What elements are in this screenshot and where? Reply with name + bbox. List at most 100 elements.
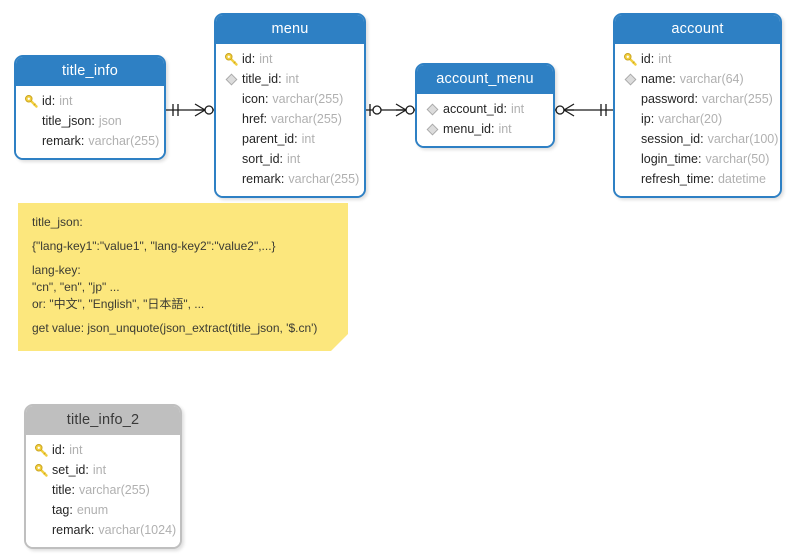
field-icon-placeholder [223,151,239,167]
field-row-title_info_2-id[interactable]: id:int [26,440,180,460]
primary-key-icon [622,51,638,67]
field-separator: : [61,443,66,457]
primary-key-icon [23,93,39,109]
rel-title_info-menu[interactable] [166,103,214,117]
field-row-account_menu-account_id[interactable]: account_id:int [417,99,553,119]
field-row-title_info_2-remark[interactable]: remark:varchar(1024) [26,520,180,540]
field-separator: : [694,92,698,106]
field-row-title_info-remark[interactable]: remark:varchar(255) [16,131,164,151]
field-separator: : [700,132,704,146]
field-row-menu-href[interactable]: href:varchar(255) [216,109,364,129]
field-name: set_id [52,463,86,477]
field-name: menu_id [443,122,491,136]
note-line: get value: json_unquote(json_extract(tit… [32,321,318,335]
field-type: varchar(255) [271,112,342,126]
field-row-title_info-id[interactable]: id:int [16,91,164,111]
field-type: json [98,114,122,128]
field-row-menu-sort_id[interactable]: sort_id:int [216,149,364,169]
rel-account_menu-account[interactable] [555,103,613,117]
field-type: int [510,102,525,116]
field-row-menu-icon[interactable]: icon:varchar(255) [216,89,364,109]
field-separator: : [650,112,655,126]
table-header-title_info_2[interactable]: title_info_2 [26,406,180,435]
field-icon-placeholder [223,131,239,147]
field-separator: : [263,112,268,126]
field-name: title_json [42,114,92,128]
field-name: remark [52,523,91,537]
field-name: login_time [641,152,698,166]
field-row-account-ip[interactable]: ip:varchar(20) [615,109,780,129]
primary-key-icon [33,442,49,458]
sticky-note-text: title_json:{"lang-key1":"value1", "lang-… [32,215,334,336]
field-row-menu-id[interactable]: id:int [216,49,364,69]
field-separator: : [264,92,269,106]
field-separator: : [80,134,85,148]
note-line: {"lang-key1":"value1", "lang-key2":"valu… [32,239,276,253]
field-row-menu-remark[interactable]: remark:varchar(255) [216,169,364,189]
field-icon-placeholder [622,91,638,107]
table-header-title_info[interactable]: title_info [16,57,164,86]
note-line: lang-key: [32,263,81,277]
field-row-account-name[interactable]: name:varchar(64) [615,69,780,89]
table-header-account[interactable]: account [615,15,780,44]
field-name: remark [42,134,81,148]
field-type: int [285,72,299,86]
field-row-title_info_2-tag[interactable]: tag:enum [26,500,180,520]
field-separator: : [280,172,285,186]
field-icon-placeholder [33,482,49,498]
field-name: id [52,443,62,457]
field-separator: : [490,122,495,136]
sticky-note[interactable]: title_json:{"lang-key1":"value1", "lang-… [18,203,348,351]
field-separator: : [69,503,73,517]
field-separator: : [294,132,298,146]
foreign-key-icon [622,71,638,87]
field-separator: : [672,72,676,86]
field-row-account-password[interactable]: password:varchar(255) [615,89,780,109]
field-name: name [641,72,673,86]
field-row-title_info_2-title[interactable]: title:varchar(255) [26,480,180,500]
field-separator: : [278,72,282,86]
field-type: varchar(255) [272,92,344,106]
note-line: or: "中文", "English", "日本語", ... [32,297,205,311]
table-header-account_menu[interactable]: account_menu [417,65,553,94]
field-row-menu-title_id[interactable]: title_id:int [216,69,364,89]
field-row-account_menu-menu_id[interactable]: menu_id:int [417,119,553,139]
field-name: id [242,52,252,66]
field-name: href [242,112,264,126]
field-type: datetime [717,172,766,186]
field-separator: : [85,463,89,477]
field-row-title_info-title_json[interactable]: title_json:json [16,111,164,131]
field-separator: : [71,483,75,497]
field-icon-placeholder [223,91,239,107]
field-name: title_id [242,72,279,86]
field-name: refresh_time [641,172,711,186]
field-row-account-id[interactable]: id:int [615,49,780,69]
field-row-title_info_2-set_id[interactable]: set_id:int [26,460,180,480]
field-icon-placeholder [23,133,39,149]
field-row-account-session_id[interactable]: session_id:varchar(100) [615,129,780,149]
field-type: varchar(255) [701,92,773,106]
note-fold-corner-icon [331,334,348,351]
field-separator: : [279,152,284,166]
table-header-menu[interactable]: menu [216,15,364,44]
field-icon-placeholder [23,113,39,129]
field-row-account-refresh_time[interactable]: refresh_time:datetime [615,169,780,189]
field-icon-placeholder [223,171,239,187]
field-type: int [658,52,672,66]
field-row-menu-parent_id[interactable]: parent_id:int [216,129,364,149]
field-row-account-login_time[interactable]: login_time:varchar(50) [615,149,780,169]
rel-menu-account_menu[interactable] [366,103,415,117]
field-separator: : [697,152,702,166]
field-name: title [52,483,72,497]
field-separator: : [710,172,714,186]
